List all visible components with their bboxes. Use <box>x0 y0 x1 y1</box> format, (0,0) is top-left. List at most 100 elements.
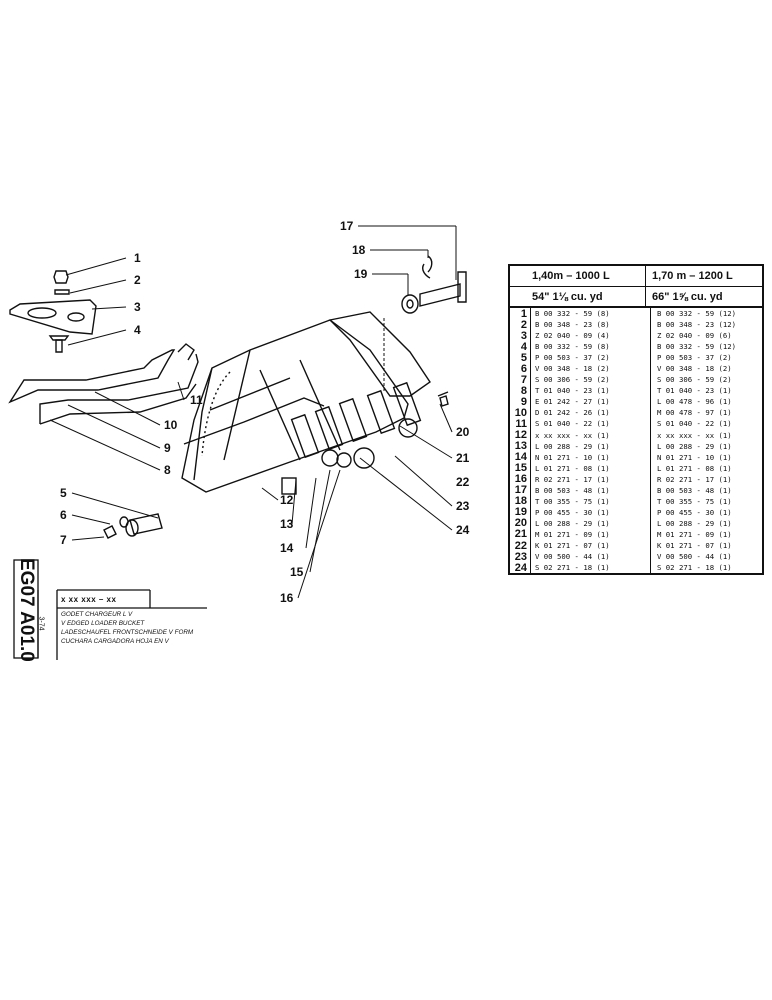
pin-group-17-19 <box>401 255 467 314</box>
title-es: CUCHARA CARGADORA HOJA EN V <box>61 638 169 645</box>
callout-3: 3 <box>134 300 141 314</box>
item-number: 20 <box>510 517 531 529</box>
part-number-size-1: E 01 242 - 27 (1) <box>531 396 651 408</box>
col2-size-heading: 1,70 m – 1200 L <box>645 266 762 286</box>
callout-6: 6 <box>60 508 67 522</box>
bucket-body <box>181 311 431 495</box>
item-number: 7 <box>510 374 531 386</box>
part-number-size-1: x xx xxx - xx (1) <box>531 429 651 441</box>
item-number: 14 <box>510 451 531 463</box>
callout-7: 7 <box>60 533 67 547</box>
item-number: 23 <box>510 551 531 563</box>
item-number: 8 <box>510 385 531 397</box>
part-number-size-2: T 00 355 - 75 (1) <box>657 496 732 506</box>
part-number-size-1: S 02 271 - 18 (1) <box>531 562 651 574</box>
part-number-size-1: Z 02 040 - 09 (4) <box>531 330 651 342</box>
part-number-size-2: S 01 040 - 22 (1) <box>657 419 732 429</box>
item-number: 11 <box>510 418 531 430</box>
part-number-size-1: L 00 288 - 29 (1) <box>531 517 651 529</box>
item-number: 18 <box>510 495 531 507</box>
part-number-size-2: Z 02 040 - 09 (6) <box>657 331 732 341</box>
part-number-size-2: B 00 332 - 59 (12) <box>657 309 737 319</box>
callout-21: 21 <box>456 451 470 465</box>
item-number: 17 <box>510 484 531 496</box>
callout-4: 4 <box>134 323 141 337</box>
part-number-size-1: B 00 348 - 23 (8) <box>531 319 651 331</box>
item-number: 5 <box>510 352 531 364</box>
part-number-size-1: D 01 242 - 26 (1) <box>531 407 651 419</box>
item-number: 2 <box>510 319 531 331</box>
part-number-size-2: S 00 306 - 59 (2) <box>657 375 732 385</box>
part-number-size-1: S 01 040 - 22 (1) <box>531 418 651 430</box>
part-number-size-2: V 00 348 - 18 (2) <box>657 364 732 374</box>
revision-date: 3-74 <box>37 616 45 631</box>
part-number-size-1: V 00 500 - 44 (1) <box>531 551 651 563</box>
part-number-size-1: B 00 332 - 59 (8) <box>531 341 651 353</box>
col2-imperial-heading: 66" 1⅝ cu. yd <box>645 287 762 306</box>
part-number-size-1: P 00 503 - 37 (2) <box>531 352 651 364</box>
part-number-size-1: M 01 271 - 09 (1) <box>531 528 651 540</box>
callout-9: 9 <box>164 441 171 455</box>
part-number-size-2: M 00 478 - 97 (1) <box>657 408 732 418</box>
item-number: 21 <box>510 528 531 540</box>
part-number-size-1: P 00 455 - 30 (1) <box>531 506 651 518</box>
part-number-size-2: M 01 271 - 09 (1) <box>657 529 732 539</box>
item-number: 16 <box>510 473 531 485</box>
part-number-size-1: T 01 040 - 23 (1) <box>531 385 651 397</box>
hardware-group-1-4 <box>9 270 97 353</box>
callout-2: 2 <box>134 273 141 287</box>
item-number: 24 <box>510 562 531 574</box>
col1-imperial-heading: 54" 1⅛ cu. yd <box>532 290 603 303</box>
part-number-size-1: S 00 306 - 59 (2) <box>531 374 651 386</box>
callout-15: 15 <box>290 565 304 579</box>
col1-size-heading: 1,40m – 1000 L <box>532 270 610 282</box>
bolt-20 <box>437 391 449 407</box>
part-number-size-1: B 00 503 - 48 (1) <box>531 484 651 496</box>
item-number: 1 <box>510 308 531 320</box>
part-number-size-2: V 00 500 - 44 (1) <box>657 552 732 562</box>
pin-group-5-7 <box>103 513 163 539</box>
part-number-size-1: L 01 271 - 08 (1) <box>531 462 651 474</box>
part-number-size-2: K 01 271 - 07 (1) <box>657 541 732 550</box>
part-number-size-1: V 00 348 - 18 (2) <box>531 363 651 375</box>
item-number: 12 <box>510 429 531 441</box>
part-number-size-2: B 00 503 - 48 (1) <box>657 485 732 495</box>
hinge-ears <box>290 381 422 459</box>
part-number-size-1: T 00 355 - 75 (1) <box>531 495 651 507</box>
title-en: V EDGED LOADER BUCKET <box>61 620 145 627</box>
item-number: 9 <box>510 396 531 408</box>
leader-lines <box>49 225 457 599</box>
cutting-edge-group <box>8 343 199 425</box>
callout-13: 13 <box>280 517 294 531</box>
part-number-size-2: P 00 503 - 37 (2) <box>657 353 732 363</box>
part-number-size-1: N 01 271 - 10 (1) <box>531 451 651 463</box>
item-number: 19 <box>510 506 531 518</box>
item-number: 22 <box>510 540 531 552</box>
item-number: 4 <box>510 341 531 353</box>
callout-17: 17 <box>340 219 354 233</box>
item-number: 3 <box>510 330 531 342</box>
callout-5: 5 <box>60 486 67 500</box>
part-number-size-1: B 00 332 - 59 (8) <box>531 308 651 320</box>
part-number-size-1: K 01 271 - 07 (1) <box>531 539 651 552</box>
callout-1: 1 <box>134 251 141 265</box>
table-header-row-2: 54" 1⅛ cu. yd 66" 1⅝ cu. yd <box>510 287 762 308</box>
part-code: x xx xxx – xx <box>61 595 117 604</box>
